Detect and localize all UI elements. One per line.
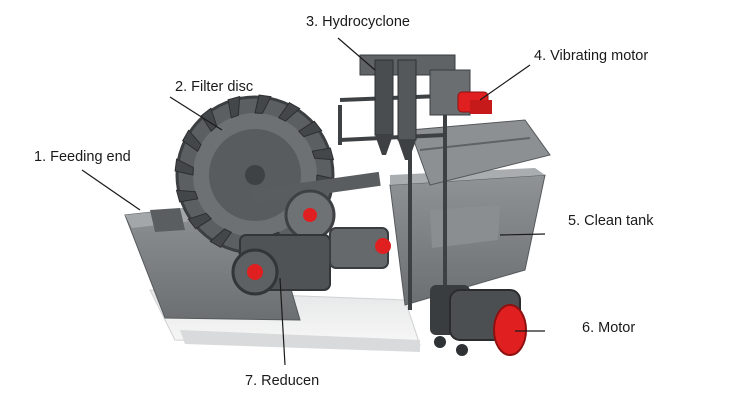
label-reducer: 7. Reducen [245, 373, 320, 389]
label-motor: 6. Motor [582, 320, 636, 336]
filter-disc-tooth [209, 228, 233, 248]
filter-disc-tooth [200, 107, 218, 132]
reducer-gearbox [231, 227, 391, 296]
leader-vibrating-motor [479, 64, 531, 101]
leader-lines [81, 37, 546, 366]
filter-disc-tooth [277, 102, 301, 122]
label-filter-disc: 2. Filter disc [175, 79, 254, 95]
label-hydrocyclone: 3. Hydrocyclone [306, 14, 410, 30]
leader-reducer [279, 277, 286, 366]
filter-disc-tooth [175, 189, 199, 203]
filter-disc-tooth [182, 129, 202, 153]
filter-disc-wheel [174, 94, 336, 256]
label-feeding-end: 1. Feeding end [34, 149, 131, 165]
main-motor-unit [430, 285, 527, 356]
filter-disc-tooth [298, 120, 323, 138]
filter-disc-tooth [187, 212, 212, 230]
leader-hydrocyclone [337, 37, 376, 71]
filter-disc-tooth [227, 95, 241, 119]
vibrating-motor-unit [457, 91, 492, 114]
leader-filter-disc [169, 96, 223, 131]
filter-disc-tooth [311, 147, 335, 161]
label-clean-tank: 5. Clean tank [568, 213, 654, 229]
filter-disc-tooth [174, 158, 194, 176]
leader-feeding-end [81, 169, 141, 211]
label-vibrating-motor: 4. Vibrating motor [534, 48, 649, 64]
filter-disc-tooth [254, 94, 272, 114]
leader-clean-tank [499, 233, 546, 236]
